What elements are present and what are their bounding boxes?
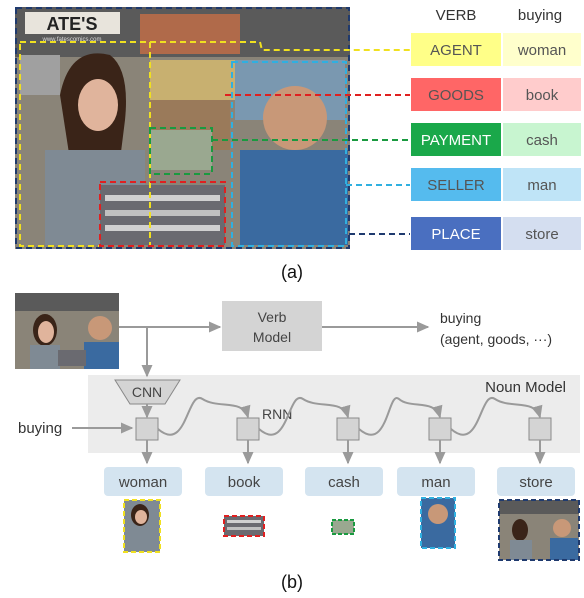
role-cell: [411, 168, 501, 201]
role-label: SELLER: [427, 177, 485, 194]
crop-cash: [331, 519, 355, 535]
noun-model-label: Noun Model: [485, 379, 566, 396]
role-cell: [411, 217, 501, 250]
role-row-payment: PAYMENT cash: [411, 123, 581, 156]
output-label: woman: [118, 474, 167, 491]
input-verb-label: buying: [18, 420, 62, 437]
seller-box: [231, 61, 347, 247]
caption-b: (b): [281, 572, 303, 592]
rnn-recurrent-arrow: [450, 396, 543, 436]
payment-box: [149, 127, 213, 175]
verb-value-header: buying: [518, 7, 562, 24]
verb-header: VERB: [436, 7, 477, 24]
rnn-recurrent-arrow: [157, 396, 251, 436]
role-cell: [411, 78, 501, 111]
role-row-agent: AGENT woman: [411, 33, 581, 66]
scene-photo: ATE'S www.fatescomics.com: [15, 7, 350, 249]
verb-output-line1: buying: [440, 310, 481, 326]
output-label: store: [519, 474, 552, 491]
output-box: [305, 467, 383, 496]
output-label: man: [421, 474, 450, 491]
role-value: man: [527, 177, 556, 194]
output-box: [104, 467, 182, 496]
crop-store: [498, 499, 580, 561]
role-label: PAYMENT: [421, 132, 491, 149]
role-label: GOODS: [428, 87, 484, 104]
caption-a: (a): [281, 262, 303, 282]
role-value: woman: [517, 42, 566, 59]
rnn-cell: [236, 417, 260, 441]
rnn-cell: [428, 417, 452, 441]
rnn-cell: [528, 417, 552, 441]
crop-man: [420, 497, 456, 549]
verb-model-line1: Verb: [258, 309, 287, 325]
goods-box: [99, 181, 226, 247]
rnn-cell: [336, 417, 360, 441]
role-row-goods: GOODS book: [411, 78, 581, 111]
value-cell: [503, 78, 581, 111]
output-box: [205, 467, 283, 496]
crop-book: [223, 515, 265, 537]
place-box: [15, 7, 350, 249]
verb-output-line2: (agent, goods, ···): [440, 331, 552, 347]
role-value: book: [526, 87, 559, 104]
verb-model-box: [222, 301, 322, 351]
rnn-cell: [135, 417, 159, 441]
role-row-place: PLACE store: [411, 217, 581, 250]
agent-connector: [150, 41, 410, 51]
role-row-seller: SELLER man: [411, 168, 581, 201]
store-sign: ATE'S: [47, 14, 98, 34]
role-value: store: [525, 226, 558, 243]
output-box: [397, 467, 475, 496]
role-cell: [411, 33, 501, 66]
cnn-label: CNN: [132, 384, 162, 400]
role-label: PLACE: [431, 226, 480, 243]
output-label: book: [228, 474, 261, 491]
input-image: [15, 293, 119, 369]
store-sign-url: www.fatescomics.com: [41, 37, 101, 43]
value-cell: [503, 217, 581, 250]
rnn-recurrent-arrow: [258, 396, 351, 436]
rnn-recurrent-arrow: [358, 397, 443, 436]
role-value: cash: [526, 132, 558, 149]
role-cell: [411, 123, 501, 156]
verb-model-line2: Model: [253, 329, 291, 345]
output-label: cash: [328, 474, 360, 491]
crop-woman: [123, 499, 161, 553]
role-label: AGENT: [430, 42, 482, 59]
rnn-label: RNN: [262, 406, 292, 422]
cnn-block: [114, 379, 181, 405]
rnn-chain: woman book cash man store: [104, 396, 575, 496]
value-cell: [503, 33, 581, 66]
output-box: [497, 467, 575, 496]
value-cell: [503, 168, 581, 201]
value-cell: [503, 123, 581, 156]
